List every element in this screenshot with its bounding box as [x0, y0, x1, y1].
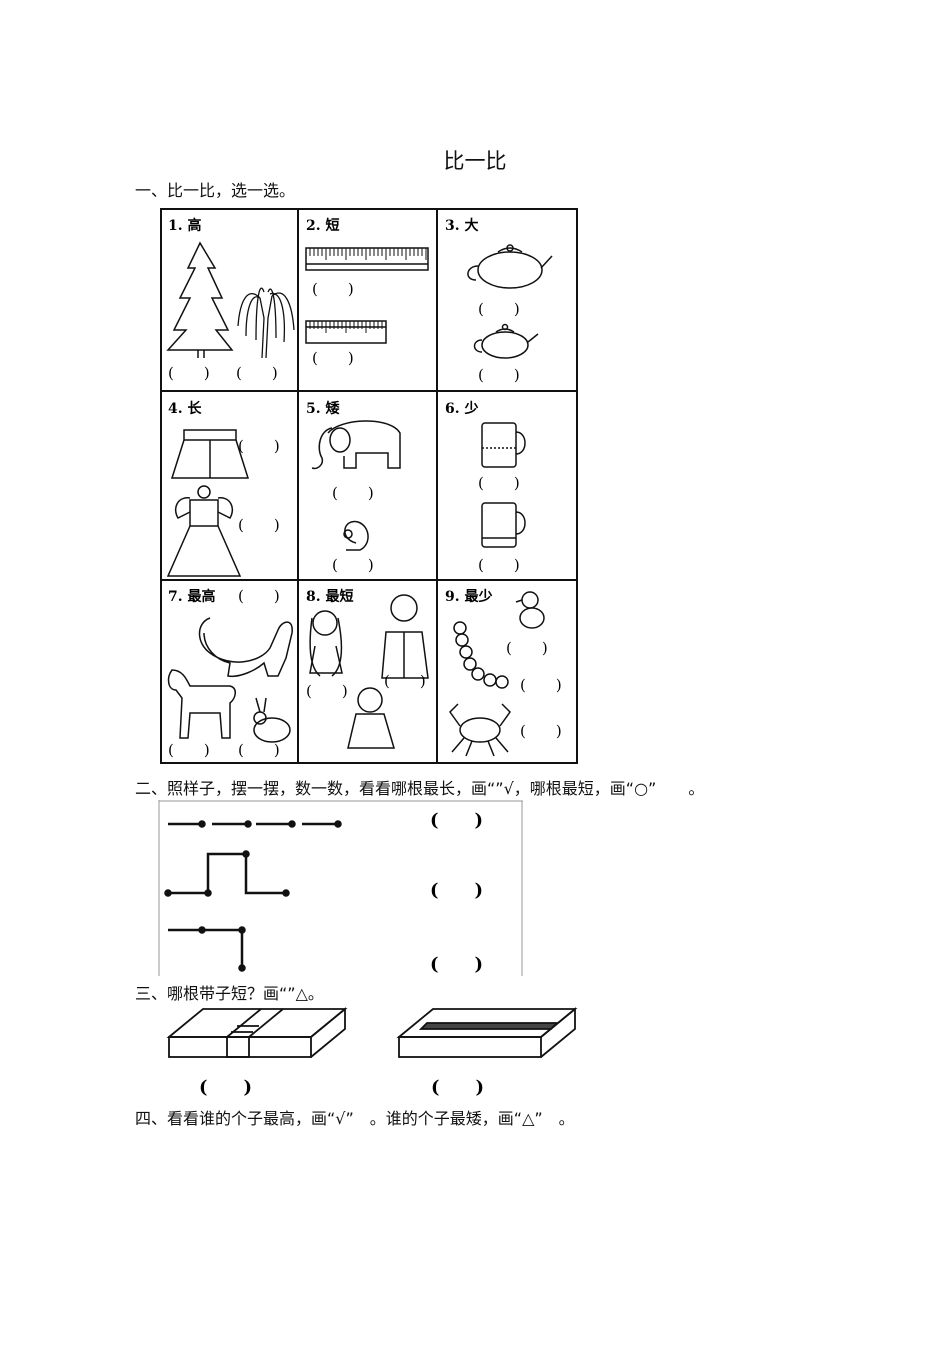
answer-paren[interactable]: ( ) [384, 672, 426, 690]
answer-paren[interactable]: ( ) [236, 364, 278, 382]
answer-paren[interactable]: ( ) [430, 880, 483, 901]
dress-icon [166, 485, 242, 577]
cup-icon [481, 422, 526, 468]
tree-icon [166, 241, 234, 358]
belt-boxes: ( ) ( ) [166, 1007, 578, 1098]
answer-paren[interactable]: ( ) [168, 741, 210, 759]
answer-paren[interactable]: ( ) [168, 364, 210, 382]
cell-label-3: 3. 大 [445, 217, 479, 234]
comparison-grid: 1. 高 2. 短 3. 大 4. 长 5. 矮 6. 少 7. 最高 8. 最… [160, 208, 578, 764]
stick-row-2 [164, 850, 290, 897]
cell-label-1: 1. 高 [168, 217, 202, 234]
answer-paren[interactable]: ( ) [238, 741, 280, 759]
answer-paren[interactable]: ( ) [332, 484, 374, 502]
crab-icon [449, 703, 511, 757]
teapot-icon [473, 323, 539, 359]
answer-paren[interactable]: ( ) [199, 1077, 252, 1098]
willow-icon [237, 287, 295, 359]
caterpillar-icon [453, 621, 509, 689]
answer-paren[interactable]: ( ) [478, 556, 520, 574]
squirrel-icon [343, 520, 369, 551]
ruler-icon [305, 247, 429, 271]
cell-label-4: 4. 长 [168, 400, 202, 417]
girl-icon [309, 610, 343, 677]
answer-paren[interactable]: ( ) [238, 437, 280, 455]
boy-icon [347, 687, 396, 749]
answer-paren[interactable]: ( ) [306, 682, 348, 700]
answer-paren[interactable]: ( ) [478, 300, 520, 318]
stick-row-1 [168, 820, 342, 828]
answer-paren[interactable]: ( ) [520, 722, 562, 740]
belt-box-icon [396, 1007, 578, 1058]
man-icon [381, 594, 429, 679]
dinosaur-icon [198, 617, 293, 678]
belt-box-icon [166, 1007, 348, 1058]
cup-icon [481, 502, 526, 548]
answer-paren[interactable]: ( ) [430, 810, 483, 831]
cell-label-5: 5. 矮 [306, 400, 340, 417]
stick-row-3 [168, 926, 246, 972]
horse-icon [167, 669, 236, 739]
cell-label-6: 6. 少 [445, 400, 479, 417]
answer-paren[interactable]: ( ) [430, 954, 483, 975]
answer-paren[interactable]: ( ) [506, 639, 548, 657]
page-title: 比一比 [443, 149, 507, 173]
answer-paren[interactable]: ( ) [520, 676, 562, 694]
section-1-heading: 一、比一比，选一选。 [135, 181, 296, 200]
cell-label-9: 9. 最少 [445, 588, 493, 605]
answer-paren[interactable]: ( ) [238, 587, 280, 605]
stick-shapes-panel: ( ) ( ) ( ) [158, 800, 523, 976]
answer-paren[interactable]: ( ) [478, 366, 520, 384]
answer-paren[interactable]: ( ) [478, 474, 520, 492]
cell-label-7: 7. 最高 [168, 588, 216, 605]
answer-paren[interactable]: ( ) [431, 1077, 484, 1098]
answer-paren[interactable]: ( ) [312, 280, 354, 298]
answer-paren[interactable]: ( ) [238, 516, 280, 534]
rabbit-icon [253, 697, 291, 743]
skirt-icon [170, 429, 250, 479]
section-4-heading: 四、看看谁的个子最高，画“√” 。谁的个子最矮，画“△” 。 [135, 1109, 575, 1128]
cell-label-8: 8. 最短 [306, 588, 354, 605]
elephant-icon [311, 420, 401, 470]
section-2-heading: 二、照样子，摆一摆，数一数，看看哪根最长，画“”√，哪根最短，画“○” 。 [135, 779, 705, 798]
section-3-heading: 三、哪根带子短？画“”△。 [135, 984, 324, 1003]
answer-paren[interactable]: ( ) [312, 349, 354, 367]
teapot-icon [467, 244, 553, 289]
chick-icon [515, 591, 545, 629]
answer-paren[interactable]: ( ) [332, 556, 374, 574]
cell-label-2: 2. 短 [306, 217, 340, 234]
